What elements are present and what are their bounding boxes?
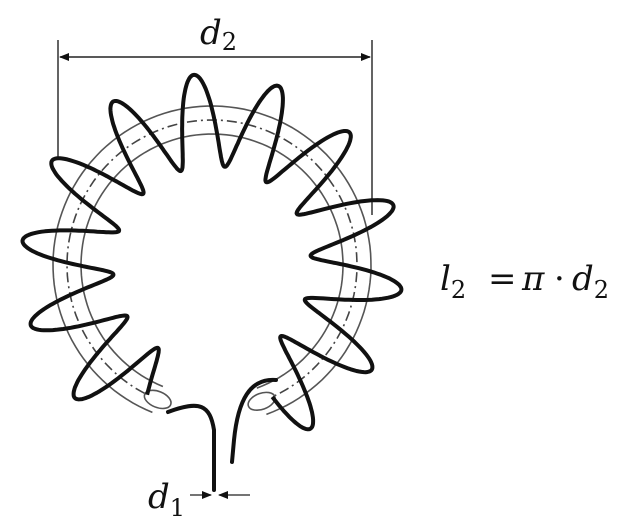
winding-wire bbox=[20, 72, 404, 432]
core-outer-edge bbox=[52, 105, 372, 416]
d1-label: d1 bbox=[148, 477, 185, 522]
circumference-formula: l2 = π · d2 bbox=[440, 259, 609, 304]
coil-leads bbox=[166, 377, 278, 492]
d2-dimension bbox=[57, 40, 373, 215]
formula-l: l bbox=[440, 259, 451, 299]
formula-dot: · bbox=[554, 259, 565, 299]
formula-equals: = bbox=[488, 259, 517, 299]
d2-label: d2 bbox=[200, 13, 237, 56]
coil-winding bbox=[20, 72, 404, 432]
core-end-cap-left bbox=[143, 389, 172, 410]
core-inner-edge bbox=[80, 133, 344, 389]
core-centerline bbox=[66, 119, 358, 403]
svg-text:d2: d2 bbox=[572, 259, 609, 304]
formula-pi: π bbox=[521, 259, 545, 299]
core-end-cap-right bbox=[247, 391, 276, 412]
formula-d: d bbox=[572, 259, 594, 299]
svg-text:l2: l2 bbox=[440, 259, 466, 304]
